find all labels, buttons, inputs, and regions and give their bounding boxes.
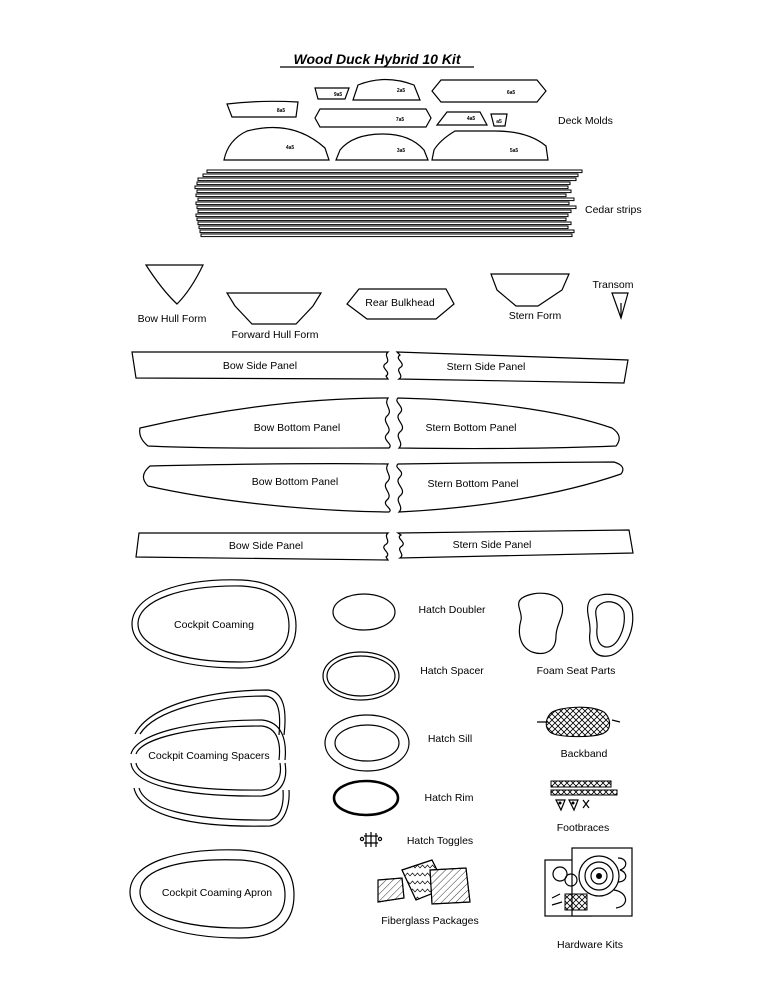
svg-text:7a5: 7a5 (396, 117, 405, 123)
hatch-doubler-label: Hatch Doubler (418, 604, 486, 616)
svg-text:2a5: 2a5 (397, 88, 406, 94)
cedar-strip (202, 173, 579, 178)
stern-form (490, 273, 570, 307)
stern-side-panel (395, 351, 629, 384)
fiberglass-packages (377, 859, 471, 905)
hatch-toggles (359, 832, 383, 847)
svg-text:4a5: 4a5 (286, 145, 295, 151)
cockpit-coaming-label: Cockpit Coaming (174, 619, 254, 631)
stern-side-panel (396, 529, 634, 559)
bow-hull-form (144, 264, 204, 305)
deck-mold-piece: a5 (490, 113, 508, 127)
cedar-strips-label: Cedar strips (585, 204, 642, 216)
bow-bottom-panel-2-label: Bow Bottom Panel (252, 476, 338, 488)
cockpit-coaming-apron (129, 849, 295, 939)
hatch-toggles-label: Hatch Toggles (407, 835, 473, 847)
cedar-strip (197, 177, 577, 182)
svg-text:5a5: 5a5 (510, 148, 519, 154)
svg-text:9a5: 9a5 (334, 92, 343, 98)
cockpit-coaming-apron-label: Cockpit Coaming Apron (162, 887, 272, 899)
bow-side-panel-2-label: Bow Side Panel (229, 540, 303, 552)
hatch-rim (332, 779, 400, 817)
bow-bottom-panel-label: Bow Bottom Panel (254, 422, 340, 434)
cedar-strip (196, 205, 577, 210)
cedar-strip (197, 221, 572, 226)
hardware-kits-label: Hardware Kits (557, 939, 623, 951)
cedar-strip (196, 217, 567, 222)
stern-bottom-panel-2-label: Stern Bottom Panel (427, 478, 518, 490)
hatch-sill-label: Hatch Sill (428, 733, 472, 745)
deck-mold-piece: 5a5 (431, 130, 549, 161)
bow-bottom-panel (139, 397, 391, 449)
bow-side-panel-label: Bow Side Panel (223, 360, 297, 372)
deck-mold-piece: 3a5 (335, 133, 429, 161)
svg-text:6a5: 6a5 (507, 90, 516, 96)
bow-bottom-panel (142, 463, 391, 513)
svg-text:8a5: 8a5 (277, 108, 286, 114)
cedar-strip (195, 193, 567, 198)
bow-hull-form-label: Bow Hull Form (138, 313, 207, 325)
foam-seat-parts-label: Foam Seat Parts (537, 665, 616, 677)
backband (537, 706, 621, 738)
deck-mold-piece: 2a5 (352, 78, 421, 101)
hatch-doubler (332, 593, 396, 631)
deck-mold-piece: 8a5 (226, 100, 299, 118)
hardware-kits (544, 847, 633, 917)
deck-mold-piece: 4a5 (223, 126, 330, 161)
fiberglass-packages-label: Fiberglass Packages (381, 915, 478, 927)
deck-molds-label: Deck Molds (558, 115, 613, 127)
bow-side-panel (131, 351, 390, 380)
rear-bulkhead (346, 288, 455, 320)
hatch-rim-label: Hatch Rim (424, 792, 473, 804)
cedar-strip (197, 197, 575, 202)
cedar-strip (195, 201, 570, 206)
bow-side-panel (135, 532, 390, 561)
svg-text:a5: a5 (496, 119, 502, 125)
cedar-strip (196, 181, 571, 186)
deck-mold-piece: 6a5 (431, 79, 547, 103)
cedar-strip (195, 213, 569, 218)
deck-molds: 9a5 2a5 6a5 8a5 7a5 4a5 a5 4a5 (223, 78, 549, 161)
page-title: Wood Duck Hybrid 10 Kit (294, 51, 462, 67)
deck-mold-piece: 7a5 (314, 108, 432, 128)
stern-form-label: Stern Form (509, 310, 562, 322)
cedar-strip (200, 233, 573, 238)
cockpit-coaming-spacers-label: Cockpit Coaming Spacers (148, 750, 269, 762)
stern-bottom-panel-label: Stern Bottom Panel (425, 422, 516, 434)
stern-side-panel-2-label: Stern Side Panel (453, 539, 532, 551)
cedar-strip (194, 185, 569, 190)
deck-mold-piece: 4a5 (435, 111, 489, 126)
cedar-strips-bundle (194, 169, 583, 238)
transom (611, 292, 629, 320)
backband-label: Backband (561, 748, 608, 760)
hatch-spacer (322, 651, 400, 701)
stern-bottom-panel (396, 461, 624, 513)
hatch-spacer-label: Hatch Spacer (420, 665, 484, 677)
footbraces-label: Footbraces (557, 822, 610, 834)
deck-mold-piece: 9a5 (314, 87, 350, 100)
svg-text:3a5: 3a5 (397, 148, 406, 154)
cedar-strip (198, 225, 569, 230)
footbraces (550, 780, 618, 812)
foam-seat-parts (518, 592, 634, 657)
cedar-strip (197, 209, 572, 214)
forward-hull-form-label: Forward Hull Form (232, 329, 319, 341)
cedar-strip (196, 189, 572, 194)
stern-side-panel-label: Stern Side Panel (447, 361, 526, 373)
hatch-sill (324, 714, 410, 772)
cockpit-coaming (131, 579, 297, 669)
transom-label: Transom (592, 279, 633, 291)
svg-text:4a5: 4a5 (467, 116, 476, 122)
cedar-strip (206, 169, 583, 174)
rear-bulkhead-label: Rear Bulkhead (365, 297, 435, 309)
cockpit-coaming-spacers (130, 689, 290, 827)
stern-bottom-panel (396, 397, 620, 450)
forward-hull-form (225, 292, 323, 325)
cedar-strip (199, 229, 575, 234)
